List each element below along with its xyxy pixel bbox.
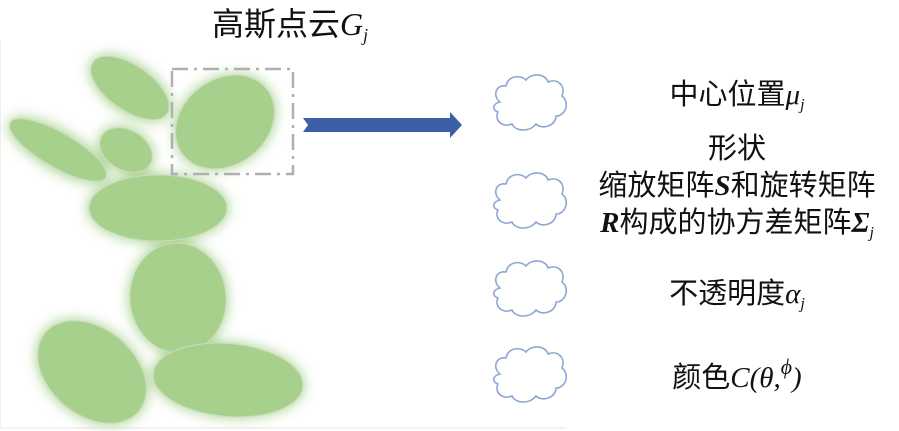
cloud-icon bbox=[492, 74, 568, 131]
diagram-title: 高斯点云Gj bbox=[211, 5, 369, 46]
frame bbox=[0, 40, 565, 429]
shape-label: 形状 bbox=[707, 131, 767, 165]
attribute-position: 中心位置μj bbox=[669, 77, 805, 114]
gaussian-ellipse bbox=[88, 174, 228, 242]
gaussian-ellipse bbox=[99, 127, 153, 173]
gaussian-ellipses bbox=[7, 54, 305, 426]
cloud-icon bbox=[492, 172, 568, 229]
arrow-icon bbox=[303, 112, 462, 138]
attribute-color: 颜色C(θ,ϕ) bbox=[672, 354, 802, 394]
gaussian-ellipse bbox=[90, 55, 170, 121]
gaussian-ellipse bbox=[175, 74, 275, 170]
shape-line2: 缩放矩阵S和旋转矩阵 bbox=[598, 168, 876, 202]
cloud-icon bbox=[492, 346, 568, 403]
shape-line3: R构成的协方差矩阵Σj bbox=[600, 205, 874, 242]
gaussian-ellipse bbox=[9, 118, 107, 182]
gaussian-ellipse bbox=[37, 320, 147, 424]
selection-box bbox=[170, 67, 295, 176]
attribute-opacity: 不透明度αj bbox=[669, 276, 805, 313]
cloud-icon bbox=[492, 260, 568, 317]
gaussian-ellipse bbox=[129, 242, 227, 354]
gaussian-ellipse bbox=[152, 342, 304, 418]
